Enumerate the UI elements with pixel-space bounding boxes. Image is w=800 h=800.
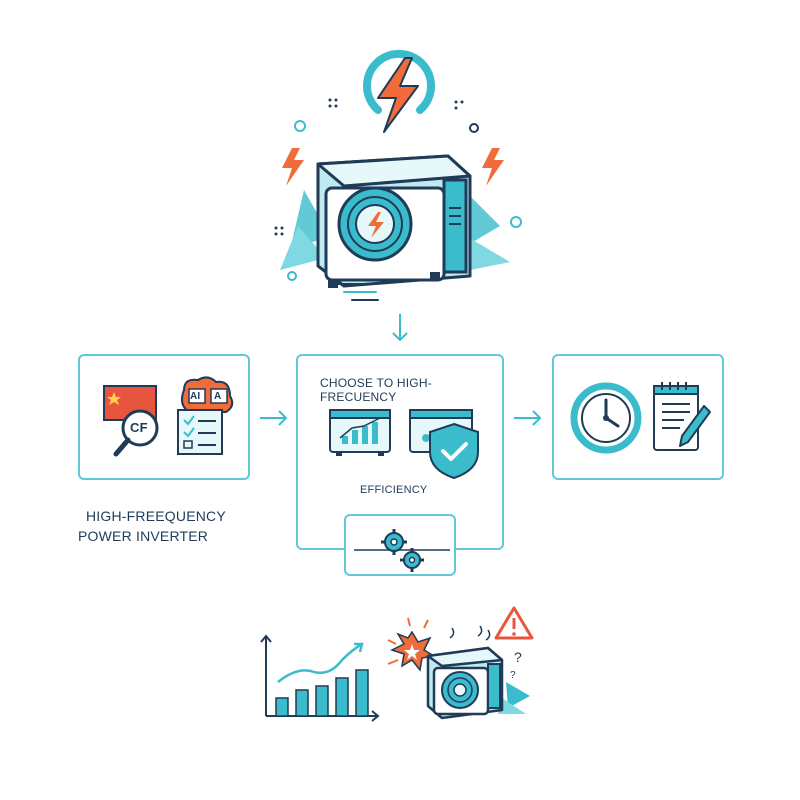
- shield-check-icon: [429, 422, 479, 480]
- checklist-icon: [177, 409, 223, 455]
- notepad-pen-icon: [653, 382, 711, 451]
- right-step-box: [552, 354, 724, 480]
- brain-badge-ai: AI: [190, 391, 201, 402]
- broken-unit-illustration: ? ?: [387, 606, 534, 720]
- svg-text:?: ?: [514, 649, 522, 665]
- arrow-right-icon: [514, 410, 542, 426]
- center-box-icons: [329, 409, 479, 480]
- clock-icon: [570, 382, 642, 454]
- top-illustration: [274, 49, 522, 301]
- lightning-icon: [482, 148, 504, 186]
- warning-icon: [494, 606, 534, 640]
- bar-chart-icon: [260, 634, 380, 722]
- arrow-right-icon: [260, 410, 288, 426]
- lightning-icon: [282, 148, 304, 186]
- gears-icon: [354, 529, 450, 572]
- right-box-icons: [570, 382, 711, 454]
- server-chart-icon: [329, 409, 391, 456]
- center-step-box: CHOOSE TO HIGH-FRECUENCY EFFICIENCY: [296, 354, 504, 550]
- center-box-title: CHOOSE TO HIGH-FRECUENCY: [320, 376, 432, 404]
- arrow-down-icon: [392, 314, 408, 342]
- inverter-unit-icon: [316, 154, 472, 288]
- brain-badge-a: A: [214, 391, 222, 402]
- side-label-line1: HIGH-FREEQUENCY: [86, 508, 226, 524]
- magnifier-text: CF: [130, 420, 148, 435]
- svg-text:?: ?: [510, 670, 516, 681]
- side-label-line2: POWER INVERTER: [78, 528, 209, 544]
- lightning-icon: [377, 57, 419, 133]
- left-step-box: CF AI A: [78, 354, 250, 480]
- brain-icon: [181, 376, 234, 413]
- power-icon: [363, 49, 435, 114]
- center-box-subtitle: EFFICIENCY: [360, 484, 428, 496]
- left-box-icons: [103, 376, 234, 457]
- gears-box: [344, 514, 456, 576]
- magnifier-icon: [113, 409, 159, 457]
- broken-unit-icon: [426, 646, 504, 720]
